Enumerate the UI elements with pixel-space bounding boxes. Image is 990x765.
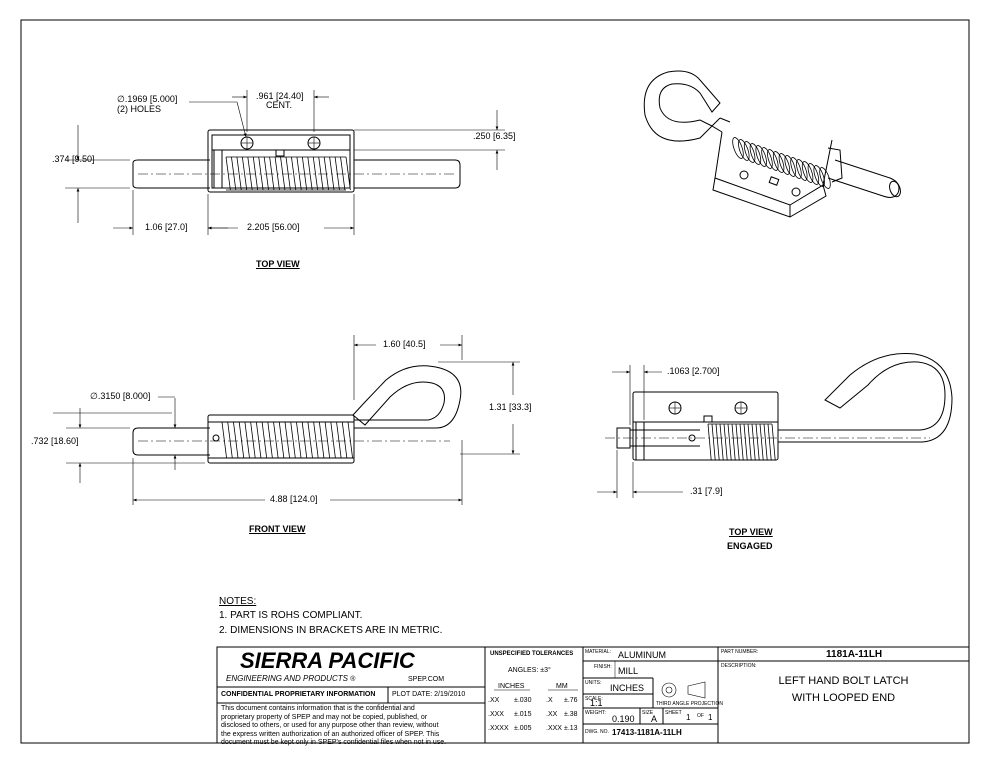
third-angle-projection-symbol: [661, 681, 706, 699]
width-dim: 2.205 [56.00]: [247, 222, 300, 232]
finish-value: MILL: [618, 666, 639, 676]
front-view-geometry: [53, 335, 520, 505]
dwg-label: DWG. NO.: [585, 729, 609, 735]
of-label: OF: [697, 713, 704, 719]
engaged-view-subtitle: ENGAGED: [727, 541, 773, 551]
material-value: ALUMINUM: [618, 650, 667, 660]
confidential-label: CONFIDENTIAL PROPRIETARY INFORMATION: [221, 691, 376, 698]
engaged-view-geometry: [597, 352, 953, 498]
top-view-title: TOP VIEW: [256, 259, 300, 269]
scale-label: SCALE:: [585, 696, 603, 702]
top-view-geometry: [65, 90, 505, 235]
sheet-label: SHEET: [665, 710, 682, 716]
desc-label: DESCRIPTION:: [721, 663, 757, 669]
note-2: 2. DIMENSIONS IN BRACKETS ARE IN METRIC.: [219, 625, 443, 636]
top-height-dim: .374 [9.50]: [52, 154, 95, 164]
size-label: SIZE: [642, 710, 654, 716]
hole-dim: ∅.1969 [5.000]: [117, 94, 178, 104]
units-label: UNITS:: [585, 680, 602, 686]
sheets-value: 1: [708, 713, 713, 722]
engaged-pin-dim: .31 [7.9]: [690, 486, 723, 496]
material-label: MATERIAL:: [585, 649, 612, 655]
part-value: 1181A-11LH: [826, 649, 883, 660]
company-website: SPEP.COM: [408, 676, 445, 683]
bracket-dim: .250 [6.35]: [473, 131, 516, 141]
title-block-frame: [216, 646, 970, 744]
weight-label: WEIGHT:: [585, 710, 606, 716]
tolerances-inches-head: INCHES: [498, 683, 525, 690]
projection-label: THIRD ANGLE PROJECTION: [656, 701, 723, 707]
tolerances-heading: UNSPECIFIED TOLERANCES: [490, 651, 574, 657]
sheet-value: 1: [686, 713, 691, 722]
pin-ext-dim: 1.06 [27.0]: [145, 222, 188, 232]
center-dim: .961 [24.40]: [256, 91, 304, 101]
pin-dia-dim: ∅.3150 [8.000]: [90, 391, 151, 401]
hole-count: (2) HOLES: [117, 104, 162, 114]
tolerances-angles: ANGLES: ±3°: [508, 667, 551, 674]
plot-date: PLOT DATE: 2/19/2010: [392, 691, 466, 698]
disclaimer: This document contains information that …: [221, 705, 447, 746]
finish-label: FINISH:: [594, 664, 612, 670]
weight-value: 0.190: [612, 714, 635, 724]
loop-width-dim: 1.60 [40.5]: [383, 339, 426, 349]
scale-value: 1:1: [590, 698, 603, 708]
center-label: CENT.: [266, 100, 293, 110]
dwg-value: 17413-1181A-11LH: [612, 728, 682, 737]
company-name: SIERRA PACIFIC: [240, 648, 415, 673]
units-value: INCHES: [610, 683, 645, 693]
isometric-view-geometry: [643, 70, 901, 218]
notes-heading: NOTES:: [219, 596, 257, 607]
overall-dim: 4.88 [124.0]: [270, 494, 318, 504]
tolerances-mm-head: MM: [556, 683, 568, 690]
sheet-border: [20, 19, 970, 744]
size-value: A: [651, 714, 658, 724]
description: LEFT HAND BOLT LATCH WITH LOOPED END: [778, 675, 909, 704]
company-sub: ENGINEERING AND PRODUCTS ®: [226, 674, 356, 683]
loop-height-dim: 1.31 [33.3]: [489, 402, 532, 412]
front-height-dim: .732 [18.60]: [31, 436, 79, 446]
note-1: 1. PART IS ROHS COMPLIANT.: [219, 610, 363, 621]
part-label: PART NUMBER:: [721, 649, 759, 655]
offset-dim: .1063 [2.700]: [667, 366, 720, 376]
front-view-title: FRONT VIEW: [249, 524, 306, 534]
engaged-view-title: TOP VIEW: [729, 527, 773, 537]
